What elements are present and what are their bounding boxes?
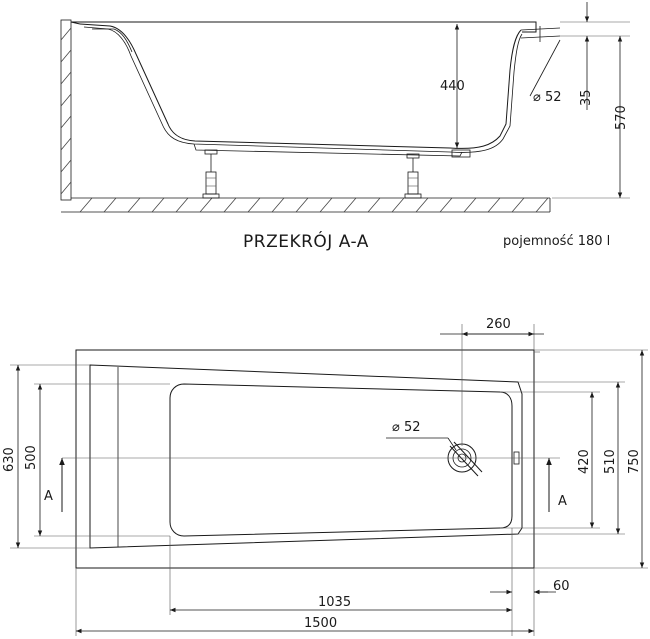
tub-profile <box>70 21 561 158</box>
dim-overflow-diameter: ⌀ 52 <box>529 39 562 105</box>
section-view: 440 ⌀ 52 35 570 PRZEKRÓJ A-A pojemność 1… <box>60 2 630 252</box>
tub-basin <box>169 383 513 537</box>
section-mark-right: A <box>546 458 567 512</box>
width-total-label: 750 <box>627 449 642 474</box>
tub-outer-rim <box>75 349 535 569</box>
inner-length-label: 1035 <box>318 595 351 610</box>
dim-drain-distance: 260 <box>440 317 544 446</box>
dim-left-widths: 630 500 <box>2 364 170 549</box>
wall-hatched <box>60 19 72 201</box>
dim-depth: 440 <box>440 24 465 148</box>
inner-right-label: 510 <box>603 449 618 474</box>
depth-label: 440 <box>440 79 465 94</box>
section-title: PRZEKRÓJ A-A <box>243 230 369 252</box>
drain <box>447 441 483 477</box>
drain-distance-label: 260 <box>486 317 511 332</box>
dim-drain-diameter: ⌀ 52 <box>386 420 457 451</box>
capacity-label: pojemność 180 l <box>503 234 610 249</box>
overflow-diameter-label: ⌀ 52 <box>533 90 562 105</box>
overflow-offset-label: 35 <box>579 89 594 106</box>
inner-left-label: 420 <box>577 449 592 474</box>
section-mark-left: A <box>44 458 65 512</box>
support-leg-left <box>202 149 220 199</box>
section-mark-left-label: A <box>44 489 53 504</box>
width-outer-label: 630 <box>2 447 17 472</box>
tub-inner-trapezoid <box>89 364 523 549</box>
total-height-label: 570 <box>614 105 629 130</box>
dim-right-widths: 420 510 750 <box>500 349 648 569</box>
length-total-label: 1500 <box>304 616 337 631</box>
rim-offset-label: 60 <box>553 579 570 594</box>
drain-diameter-label: ⌀ 52 <box>392 420 421 435</box>
section-mark-right-label: A <box>558 494 567 509</box>
width-inner-label: 500 <box>24 445 39 470</box>
support-leg-right <box>404 153 422 199</box>
dim-heights: 35 570 <box>552 2 630 199</box>
plan-view: ⌀ 52 260 A A 630 <box>2 317 648 636</box>
dim-bottom-lengths: 60 1035 1500 <box>75 528 570 636</box>
floor-hatched <box>61 197 551 213</box>
